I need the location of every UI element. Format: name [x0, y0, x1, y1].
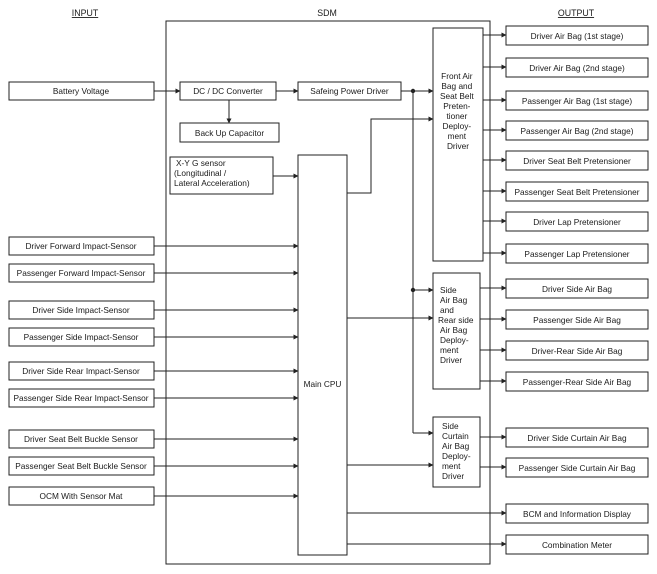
side-deployment-driver-box — [432, 272, 481, 390]
output-box-driver-side-air-bag: Driver Side Air Bag — [542, 284, 612, 294]
output-box-driver-lap-pretensioner: Driver Lap Pretensioner — [533, 217, 621, 227]
side-driver-line: Rear side — [438, 315, 474, 325]
junction-dot — [410, 287, 416, 293]
safeing-power-driver-label: Safeing Power Driver — [310, 86, 389, 96]
output-box-passenger-seat-belt-pretensioner: Passenger Seat Belt Pretensioner — [515, 187, 640, 197]
curtain-deployment-driver-label: Side Curtain Air Bag Deploy- ment Driver — [442, 421, 473, 481]
side-driver-line: Deploy- — [440, 335, 469, 345]
front-driver-line: Bag and — [441, 81, 472, 91]
output-box-passenger-side-curtain-air-bag: Passenger Side Curtain Air Bag — [519, 463, 636, 473]
input-boxes: Battery Voltage Driver Forward Impact-Se… — [8, 81, 155, 506]
output-box-driver-seat-belt-pretensioner: Driver Seat Belt Pretensioner — [523, 156, 631, 166]
output-box-driver-side-curtain-air-bag: Driver Side Curtain Air Bag — [527, 433, 627, 443]
input-box-driver-forward-impact-sensor: Driver Forward Impact-Sensor — [25, 241, 136, 251]
input-box-driver-side-impact-sensor: Driver Side Impact-Sensor — [32, 305, 130, 315]
output-heading: OUTPUT — [558, 8, 595, 18]
curtain-driver-line: Deploy- — [442, 451, 471, 461]
front-deployment-driver-box — [432, 27, 484, 262]
curtain-driver-line: Side — [442, 421, 459, 431]
curtain-driver-line: ment — [442, 461, 461, 471]
input-box-passenger-seat-belt-buckle-sensor: Passenger Seat Belt Buckle Sensor — [15, 461, 147, 471]
input-box-passenger-forward-impact-sensor: Passenger Forward Impact-Sensor — [17, 268, 146, 278]
output-box-passenger-air-bag-1st-stage: Passenger Air Bag (1st stage) — [522, 96, 632, 106]
output-box-combination-meter: Combination Meter — [542, 540, 612, 550]
curtain-driver-line: Air Bag — [442, 441, 470, 451]
input-box-battery-voltage: Battery Voltage — [53, 86, 110, 96]
wiring — [154, 32, 507, 547]
input-box-passenger-side-impact-sensor: Passenger Side Impact-Sensor — [24, 332, 139, 342]
dcdc-converter-label: DC / DC Converter — [193, 86, 263, 96]
output-box-driver-air-bag-2nd-stage: Driver Air Bag (2nd stage) — [529, 63, 625, 73]
output-box-passenger-air-bag-2nd-stage: Passenger Air Bag (2nd stage) — [521, 126, 634, 136]
input-box-passenger-side-rear-impact-sensor: Passenger Side Rear Impact-Sensor — [13, 393, 148, 403]
front-driver-line: Preten- — [443, 101, 470, 111]
side-driver-line: and — [440, 305, 454, 315]
side-deployment-driver-label: Side Air Bag and Rear side Air Bag Deplo… — [438, 285, 476, 365]
front-driver-line: Front Air — [441, 71, 473, 81]
sdm-internal-blocks: DC / DC Converter Safeing Power Driver B… — [169, 27, 484, 556]
output-boxes: Driver Air Bag (1st stage) Driver Air Ba… — [505, 25, 649, 555]
backup-capacitor-box — [179, 122, 280, 143]
output-box-passenger-lap-pretensioner: Passenger Lap Pretensioner — [524, 249, 629, 259]
sdm-frame — [165, 20, 491, 565]
front-deployment-driver-label: Front Air Bag and Seat Belt Preten- tion… — [440, 71, 476, 151]
output-box-bcm-and-information-display: BCM and Information Display — [523, 509, 632, 519]
input-box-ocm-with-sensor-mat: OCM With Sensor Mat — [40, 491, 124, 501]
main-cpu-label: Main CPU — [304, 379, 342, 389]
side-driver-line: ment — [440, 345, 459, 355]
front-driver-line: ment — [448, 131, 467, 141]
curtain-driver-line: Curtain — [442, 431, 469, 441]
curtain-deployment-driver-box — [432, 416, 481, 488]
safeing-power-driver-box — [297, 81, 402, 101]
side-driver-line: Side — [440, 285, 457, 295]
output-box-passenger-rear-side-air-bag: Passenger-Rear Side Air Bag — [523, 377, 632, 387]
main-cpu-box — [297, 154, 348, 556]
output-box-driver-rear-side-air-bag: Driver-Rear Side Air Bag — [532, 346, 623, 356]
side-driver-line: Air Bag — [440, 325, 468, 335]
backup-capacitor-label: Back Up Capacitor — [195, 128, 264, 138]
front-driver-line: Driver — [447, 141, 469, 151]
xyg-sensor-line: X-Y G sensor — [176, 158, 226, 168]
front-driver-line: tioner — [446, 111, 467, 121]
xyg-sensor-box — [169, 156, 274, 195]
input-box-driver-side-rear-impact-sensor: Driver Side Rear Impact-Sensor — [22, 366, 140, 376]
xyg-sensor-line: Lateral Acceleration) — [174, 178, 250, 188]
junction-dot — [410, 88, 416, 94]
front-driver-line: Deploy- — [443, 121, 472, 131]
dcdc-converter-box — [179, 81, 277, 101]
output-box-driver-air-bag-1st-stage: Driver Air Bag (1st stage) — [531, 31, 624, 41]
curtain-driver-line: Driver — [442, 471, 464, 481]
side-driver-line: Driver — [440, 355, 462, 365]
output-box-passenger-side-air-bag: Passenger Side Air Bag — [533, 315, 621, 325]
xyg-sensor-line: (Longitudinal / — [174, 168, 227, 178]
xyg-sensor-label: X-Y G sensor (Longitudinal / Lateral Acc… — [174, 158, 250, 188]
input-box-driver-seat-belt-buckle-sensor: Driver Seat Belt Buckle Sensor — [24, 434, 138, 444]
input-heading: INPUT — [72, 8, 99, 18]
side-driver-line: Air Bag — [440, 295, 468, 305]
sdm-heading: SDM — [317, 8, 337, 18]
front-driver-line: Seat Belt — [440, 91, 474, 101]
